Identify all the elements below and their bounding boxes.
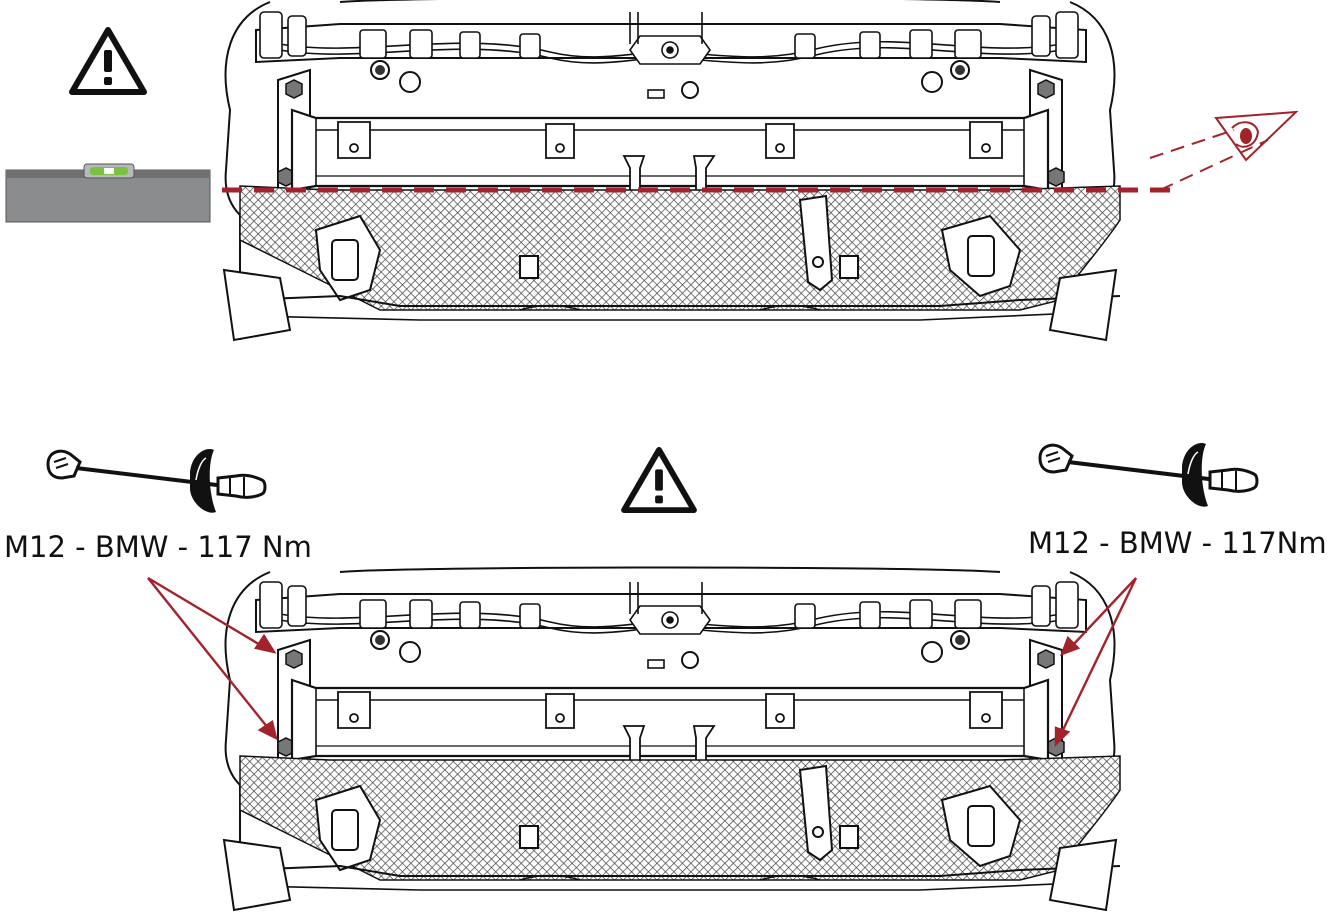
torque-spec-right: M12 - BMW - 117Nm: [1028, 526, 1327, 560]
torque-wrench-icon: [46, 446, 267, 515]
bumper-assembly-top: [222, 0, 1122, 342]
bolt-arrows-left: [147, 576, 278, 741]
sight-line-lower: [1159, 139, 1269, 191]
spirit-level-icon: [5, 163, 211, 223]
warning-triangle-icon: [624, 450, 694, 510]
bumper-assembly-bottom: [222, 566, 1122, 912]
warning-triangle-icon: [72, 30, 144, 92]
torque-wrench-icon: [1038, 440, 1259, 509]
sight-line-upper: [1149, 129, 1235, 159]
eye-icon: [1214, 110, 1299, 162]
bolt-arrows-right: [1054, 577, 1138, 747]
torque-spec-left: M12 - BMW - 117 Nm: [4, 530, 312, 564]
